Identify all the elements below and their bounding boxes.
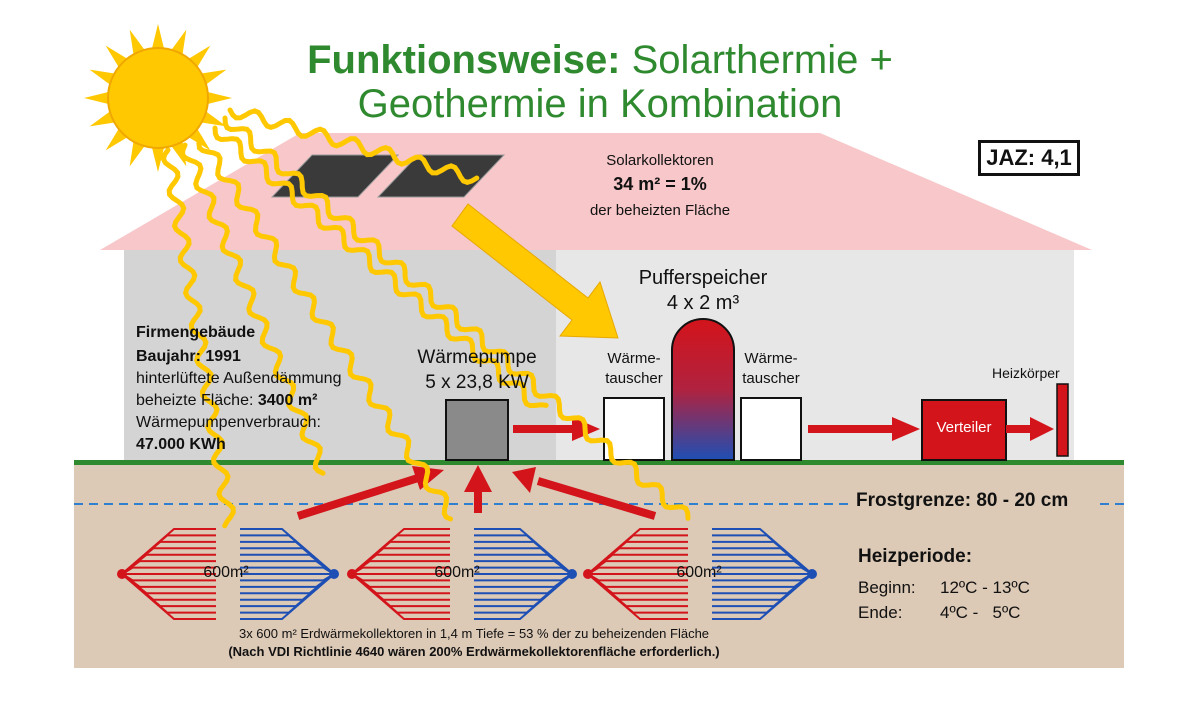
sun-ray-2 [180,142,326,476]
solar-energy-arrow [451,203,619,339]
collector-label-2: 600m² [434,564,480,581]
arrow-exchanger-to-distributor [808,417,920,441]
collector-label-3: 600m² [676,564,722,581]
heating-end-value: 4ºC - 5ºC [940,603,1021,622]
building-consumption-label: Wärmepumpenverbrauch: [136,414,321,431]
heating-start-label: Beginn: [858,578,916,597]
exchanger-right-line-2: tauscher [742,370,800,387]
heat-exchanger-left-box [603,397,665,461]
collector-field-3 [583,528,817,620]
buffer-label: Pufferspeicher [638,267,768,289]
frost-label: Frostgrenze: 80 - 20 cm [856,490,1069,511]
arrow-distributor-to-radiator [1006,417,1054,441]
arrow-field-left-up [296,474,420,520]
distributor-box [921,399,1007,461]
solar-collector-right [376,154,506,198]
sun-ray-1 [160,147,236,529]
building-consumption: 47.000 KWh [136,436,226,453]
sun-ray-4 [212,125,549,409]
solar-label: Solarkollektoren [606,152,714,169]
heating-end-label: Ende: [858,603,903,622]
building-year-value: 1991 [205,348,241,365]
radiator-label: Heizkörper [992,365,1060,381]
sun-ray-6 [227,107,480,186]
arrowhead-center [464,465,492,492]
solar-note: der beheizten Fläche [589,202,731,219]
footnote-line-1: 3x 600 m² Erdwärmekollektoren in 1,4 m T… [238,626,710,641]
title-line-1: Funktionsweise: Solarthermie + [0,38,1200,82]
radiator-box [1056,383,1069,457]
heating-period-title: Heizperiode: [858,546,973,567]
building-year-label: Baujahr: [136,348,206,365]
collector-field-1 [117,528,339,620]
heated-area-value: 3400 m² [257,392,318,409]
heat-pump-label: Wärmepumpe [417,347,537,368]
sun-ray-5 [222,115,691,521]
title-rest: Solarthermie + [620,38,893,82]
building-year: Baujahr: 1991 [136,348,241,366]
collector-field-2 [347,528,577,620]
heat-exchanger-right-box [740,397,802,461]
heated-area-label: beheizte Fläche: [136,392,258,409]
buffer-spec: 4 x 2 m³ [666,292,740,314]
exchanger-left-line-1: Wärme- [607,350,661,367]
footnote-line-2: (Nach VDI Richtlinie 4640 wären 200% Erd… [228,644,720,659]
arrow-field-right-up [536,477,657,520]
sun [84,24,232,172]
collector-label-1: 600m² [203,564,249,581]
title-bold: Funktionsweise: [307,38,621,82]
distributor-label: Verteiler [936,419,992,436]
building-heated-area: beheizte Fläche: 3400 m² [136,392,317,410]
sun-ray-3 [196,135,453,522]
heat-pump-spec: 5 x 23,8 KW [425,372,529,393]
jaz-badge: JAZ: 4,1 [978,140,1080,176]
arrowhead-right [512,467,536,493]
building-name: Firmengebäude [136,324,256,341]
exchanger-left-line-2: tauscher [605,370,663,387]
exchanger-right-line-1: Wärme- [744,350,798,367]
sun-rays [160,107,691,529]
grass-line [74,460,1124,465]
heat-pump-box [445,399,509,461]
title-line-2: Geothermie in Kombination [357,82,843,126]
heating-start-value: 12ºC - 13ºC [940,578,1030,597]
ground-arrows [296,474,657,520]
arrow-heatpump-to-exchanger [513,417,600,441]
buffer-tank [671,318,735,461]
building-insulation: hinterlüftete Außendämmung [136,370,342,387]
ground-collector-fields [117,528,817,620]
solar-area: 34 m² = 1% [613,174,707,194]
